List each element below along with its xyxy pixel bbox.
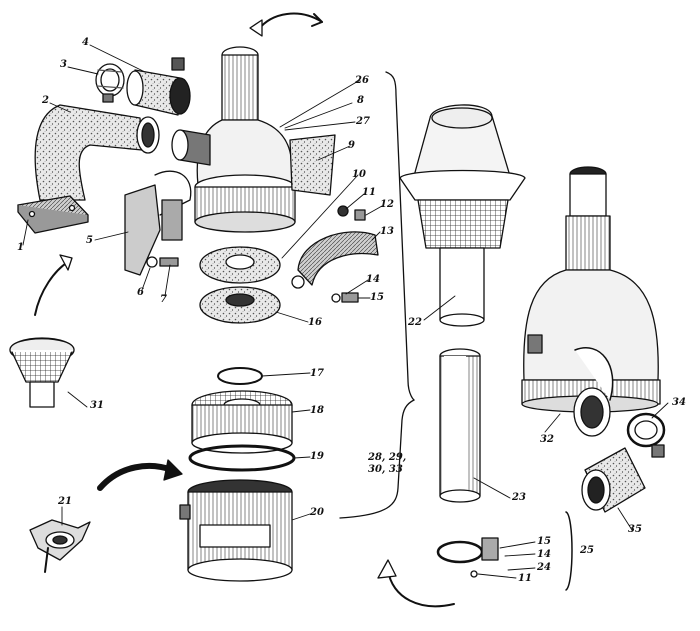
label-3: 3 bbox=[60, 59, 67, 70]
label-7: 7 bbox=[160, 294, 167, 305]
label-12: 12 bbox=[380, 199, 394, 210]
part-bracket-5 bbox=[124, 170, 192, 276]
label-2: 2 bbox=[42, 95, 49, 106]
part-hose-35 bbox=[581, 447, 646, 513]
part-intake-tube-23 bbox=[439, 348, 481, 503]
label-16: 16 bbox=[308, 317, 322, 328]
label-14-mid: 14 bbox=[366, 274, 380, 285]
rotate-arrow-bottom bbox=[377, 559, 455, 608]
part-bolt-6-7 bbox=[146, 256, 179, 268]
label-1: 1 bbox=[17, 242, 24, 253]
part-clamp-25 bbox=[436, 511, 573, 591]
label-21: 21 bbox=[58, 496, 72, 507]
direction-arrow-center bbox=[97, 459, 183, 491]
label-15-mid: 15 bbox=[370, 292, 384, 303]
leader-lines bbox=[22, 44, 669, 579]
label-27: 27 bbox=[356, 116, 370, 127]
group-brace bbox=[339, 71, 415, 519]
part-oil-bowl-20 bbox=[179, 479, 293, 582]
label-4: 4 bbox=[82, 37, 89, 48]
label-11-top: 11 bbox=[362, 187, 376, 198]
part-hose-sleeve-4 bbox=[126, 57, 191, 116]
label-24: 24 bbox=[537, 562, 551, 573]
part-elbow-pipe bbox=[17, 104, 160, 234]
label-11-bottom: 11 bbox=[518, 573, 532, 584]
part-clamp-34 bbox=[626, 412, 666, 458]
label-13: 13 bbox=[380, 226, 394, 237]
part-cap-31 bbox=[9, 337, 75, 408]
part-air-cleaner-head bbox=[171, 46, 296, 233]
rotate-arrow-top bbox=[249, 12, 323, 37]
label-25: 25 bbox=[580, 545, 594, 556]
label-19: 19 bbox=[310, 451, 324, 462]
part-wing-nut-21 bbox=[29, 519, 91, 573]
part-strap-9 bbox=[289, 134, 336, 196]
label-5: 5 bbox=[86, 235, 93, 246]
label-17: 17 bbox=[310, 368, 324, 379]
label-34: 34 bbox=[672, 397, 686, 408]
part-filter-ring-10 bbox=[199, 246, 281, 284]
part-seal-ring-17 bbox=[217, 367, 263, 385]
part-band-clamp-13 bbox=[291, 205, 379, 289]
part-filter-ring-16 bbox=[199, 286, 281, 324]
part-clamp-ring-3 bbox=[95, 63, 125, 103]
label-35: 35 bbox=[628, 524, 642, 535]
label-31: 31 bbox=[90, 400, 104, 411]
label-10: 10 bbox=[352, 169, 366, 180]
label-18: 18 bbox=[310, 405, 324, 416]
part-bolt-14-15 bbox=[331, 292, 359, 303]
label-26: 26 bbox=[355, 75, 369, 86]
label-6: 6 bbox=[137, 287, 144, 298]
label-20: 20 bbox=[310, 507, 324, 518]
part-precleaner-22 bbox=[399, 104, 526, 327]
label-23: 23 bbox=[512, 492, 526, 503]
label-28-29-30-33: 28, 29, 30, 33 bbox=[368, 452, 407, 475]
label-14-bottom: 14 bbox=[537, 549, 551, 560]
part-housing-32 bbox=[521, 166, 661, 437]
part-filter-element-18 bbox=[191, 390, 293, 454]
label-22: 22 bbox=[408, 317, 422, 328]
direction-arrow-left bbox=[34, 254, 73, 316]
label-9: 9 bbox=[348, 140, 355, 151]
label-32: 32 bbox=[540, 434, 554, 445]
label-15-bottom: 15 bbox=[537, 536, 551, 547]
label-8: 8 bbox=[357, 95, 364, 106]
